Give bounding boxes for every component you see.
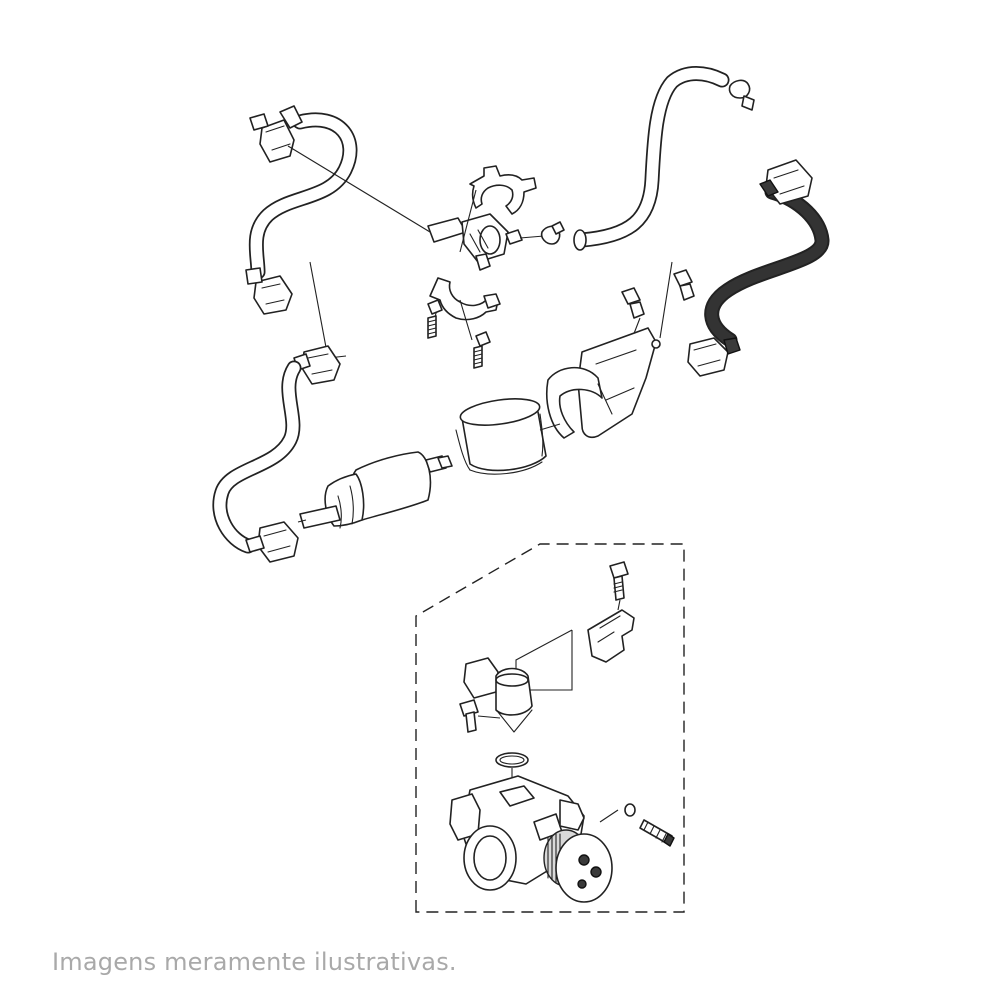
hose-clip-right — [540, 221, 565, 245]
leader-line — [519, 235, 545, 239]
fuel-filter — [299, 451, 453, 529]
fuel-line-dark — [704, 184, 830, 348]
bolt-clamp-2 — [473, 331, 491, 369]
pressure-regulator — [427, 213, 523, 271]
bolt-bracket-2 — [621, 287, 645, 319]
dashed-group-frame — [415, 543, 685, 913]
quick-connector-mid — [293, 345, 341, 385]
leader-line — [617, 599, 621, 611]
screw-left — [459, 699, 479, 733]
bolt-bracket-1 — [673, 269, 695, 301]
leader-line — [297, 519, 307, 523]
screw-top — [609, 561, 629, 601]
quick-connector-top-right — [759, 159, 813, 205]
hose-upper-left — [248, 112, 358, 280]
filter-bracket — [545, 327, 661, 439]
filter-sleeve — [455, 398, 547, 475]
leader-line — [287, 145, 431, 233]
clamp-upper — [469, 165, 537, 215]
sensor-bracket — [587, 609, 635, 663]
bolt-clamp-1 — [427, 299, 443, 339]
leader-line — [539, 423, 561, 431]
idle-adjust-screw — [624, 803, 675, 847]
throttle-pulley — [543, 829, 613, 903]
leader-line — [599, 809, 619, 823]
o-ring — [495, 752, 529, 768]
hose-upper-right — [574, 66, 730, 248]
leader-line — [477, 715, 501, 719]
disclaimer-caption: Imagens meramente ilustrativas. — [52, 948, 457, 976]
throttle-position-sensor — [463, 657, 533, 733]
throttle-body — [449, 775, 613, 903]
leader-line — [459, 189, 477, 253]
quick-connector-bottom-right — [687, 337, 741, 377]
quick-connector-bottom-left — [245, 521, 299, 563]
hose-lower-left — [212, 360, 302, 554]
quick-connector-top-left — [249, 105, 303, 163]
hose-clip-top — [728, 79, 755, 111]
hose-ring-right — [573, 229, 587, 251]
leader-line — [309, 261, 347, 359]
quick-connector-mid-left — [245, 267, 293, 315]
clamp-lower — [429, 277, 501, 321]
